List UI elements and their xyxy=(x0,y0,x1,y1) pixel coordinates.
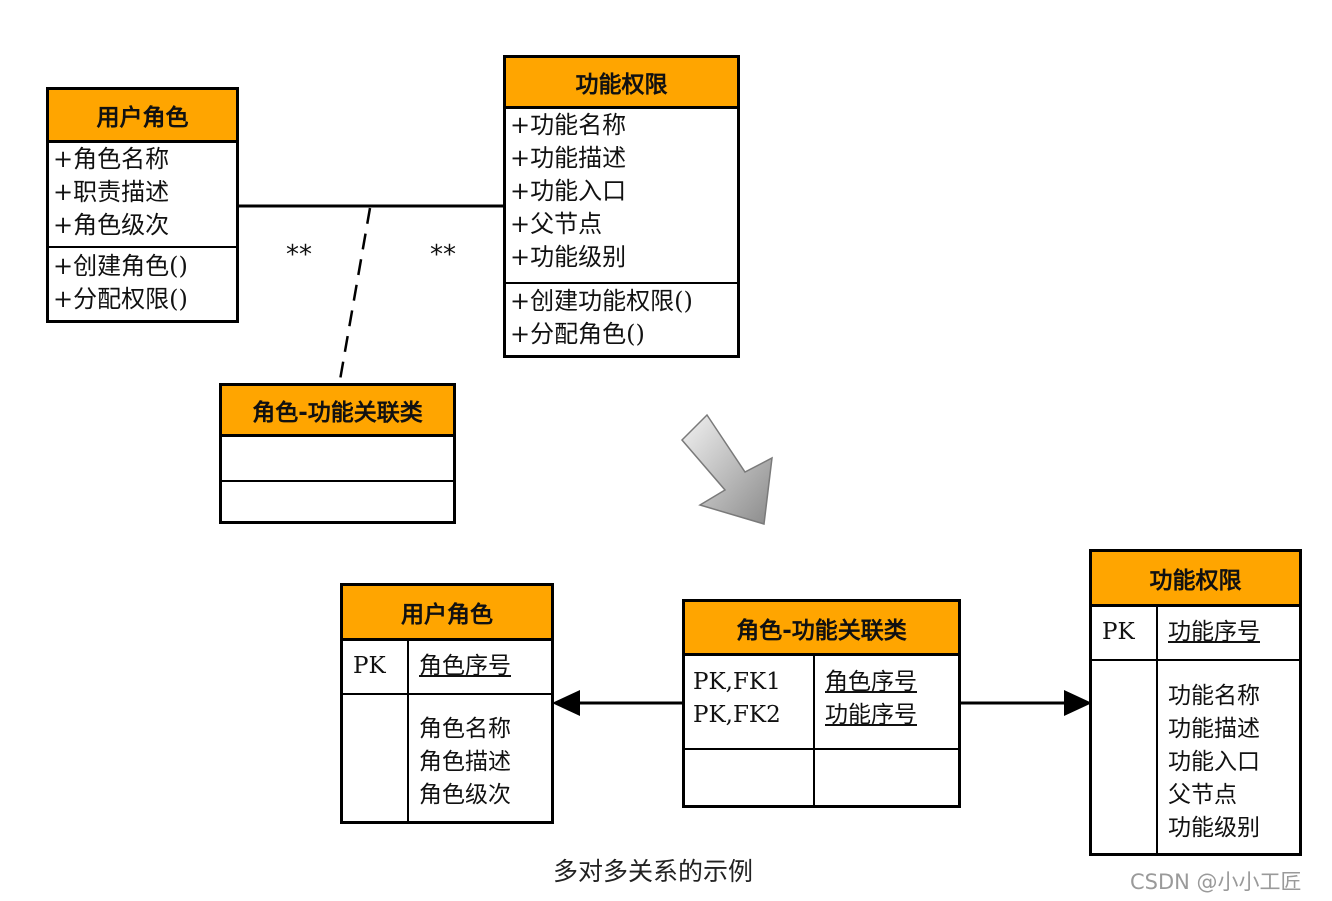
er-user-role-title: 用户角色 xyxy=(343,586,551,641)
uml-user-role-class: 用户角色 +角色名称 +职责描述 +角色级次 +创建角色() +分配权限() xyxy=(46,87,239,323)
pk-field: 角色序号 xyxy=(419,653,511,679)
method-item: +分配权限() xyxy=(53,285,188,313)
watermark: CSDN @小小工匠 xyxy=(1130,870,1302,894)
field-item: 功能入口 xyxy=(1168,749,1260,775)
field-item: 角色级次 xyxy=(419,782,511,808)
attribute-item: +功能级别 xyxy=(510,243,627,271)
column-divider xyxy=(1156,607,1158,853)
attribute-item: +功能名称 xyxy=(510,111,627,139)
attribute-item: +角色级次 xyxy=(53,211,170,239)
uml-user-role-title: 用户角色 xyxy=(49,90,236,143)
er-function-permission-title: 功能权限 xyxy=(1092,552,1299,607)
uml-function-permission-methods: +创建功能权限() +分配角色() xyxy=(506,285,737,351)
method-item: +分配角色() xyxy=(510,320,645,348)
attribute-item: +角色名称 xyxy=(53,145,170,173)
key-label: PK,FK2 xyxy=(693,702,781,728)
er-association-table: 角色-功能关联类 PK,FK1 PK,FK2 角色序号 功能序号 xyxy=(682,599,961,808)
column-divider xyxy=(813,656,815,805)
field-item: 角色名称 xyxy=(419,716,511,742)
method-item: +创建角色() xyxy=(53,252,188,280)
section-divider xyxy=(343,693,551,695)
key-field: 角色序号 xyxy=(825,669,917,695)
uml-association-title: 角色-功能关联类 xyxy=(222,386,453,437)
attribute-item: +功能入口 xyxy=(510,177,627,205)
section-divider xyxy=(1092,659,1299,661)
er-arrowhead-left-icon xyxy=(552,690,580,716)
uml-function-permission-class: 功能权限 +功能名称 +功能描述 +功能入口 +父节点 +功能级别 +创建功能权… xyxy=(503,55,740,358)
field-item: 功能级别 xyxy=(1168,815,1260,841)
attribute-item: +父节点 xyxy=(510,210,603,238)
er-arrowhead-right-icon xyxy=(1064,690,1092,716)
section-divider xyxy=(685,748,958,750)
method-item: +创建功能权限() xyxy=(510,287,693,315)
er-user-role-table: 用户角色 PK 角色序号 角色名称 角色描述 角色级次 xyxy=(340,583,554,824)
field-item: 功能描述 xyxy=(1168,716,1260,742)
er-function-permission-table: 功能权限 PK 功能序号 功能名称 功能描述 功能入口 父节点 功能级别 xyxy=(1089,549,1302,856)
uml-function-permission-title: 功能权限 xyxy=(506,58,737,109)
field-item: 父节点 xyxy=(1168,782,1237,808)
uml-user-role-attributes: +角色名称 +职责描述 +角色级次 xyxy=(49,143,236,242)
uml-association-class-dashed-line xyxy=(338,207,372,381)
pk-label: PK xyxy=(353,653,386,679)
section-divider xyxy=(506,282,737,284)
er-association-title: 角色-功能关联类 xyxy=(685,602,958,656)
key-field: 功能序号 xyxy=(825,702,917,728)
attribute-item: +职责描述 xyxy=(53,178,170,206)
section-divider xyxy=(49,246,236,248)
section-divider xyxy=(222,480,453,482)
pk-field: 功能序号 xyxy=(1168,619,1260,645)
figure-caption: 多对多关系的示例 xyxy=(553,857,754,886)
field-item: 功能名称 xyxy=(1168,683,1260,709)
key-label: PK,FK1 xyxy=(693,669,781,695)
uml-association-class: 角色-功能关联类 xyxy=(219,383,456,524)
pk-label: PK xyxy=(1102,619,1135,645)
uml-function-permission-attributes: +功能名称 +功能描述 +功能入口 +父节点 +功能级别 xyxy=(506,109,737,274)
field-item: 角色描述 xyxy=(419,749,511,775)
transform-arrow-icon xyxy=(680,413,773,525)
multiplicity-right: ** xyxy=(430,240,456,270)
attribute-item: +功能描述 xyxy=(510,144,627,172)
column-divider xyxy=(407,641,409,821)
multiplicity-left: ** xyxy=(286,240,312,270)
uml-user-role-methods: +创建角色() +分配权限() xyxy=(49,250,236,316)
